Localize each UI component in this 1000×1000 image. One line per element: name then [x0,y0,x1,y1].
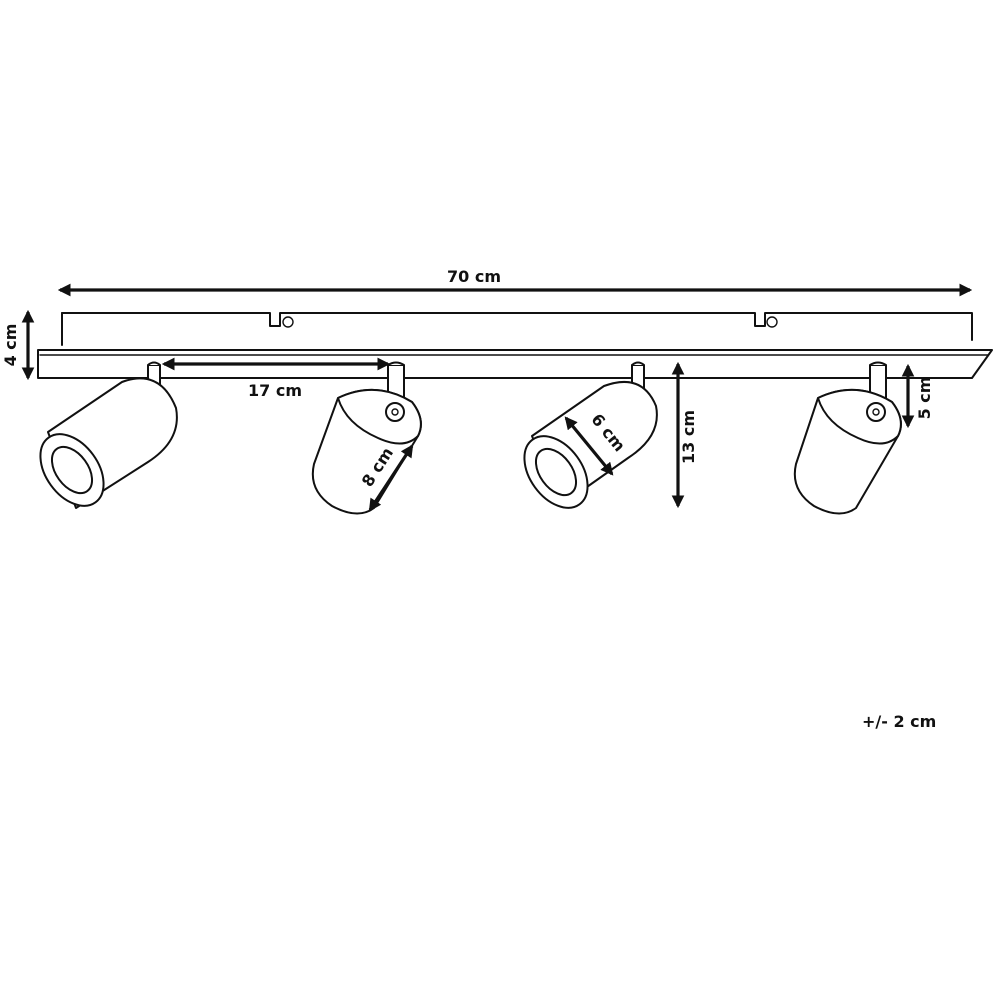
screw-hole-icon [766,316,778,328]
mounting-plate [37,312,993,379]
spotlight-1 [39,361,178,509]
total-height-label: 13 cm [679,410,698,464]
tolerance-note: +/- 2 cm [862,712,937,731]
shade-diameter-arrow [564,416,614,476]
plate-height-label: 4 cm [1,324,20,367]
shade-length-arrow [368,444,414,512]
spacing-label: 17 cm [248,381,302,400]
screw-hole-icon [282,316,294,328]
stem-height-label: 5 cm [915,377,934,420]
spotlight-2 [311,361,422,515]
spotlight-4 [793,361,902,515]
total-length-label: 70 cm [447,267,501,286]
